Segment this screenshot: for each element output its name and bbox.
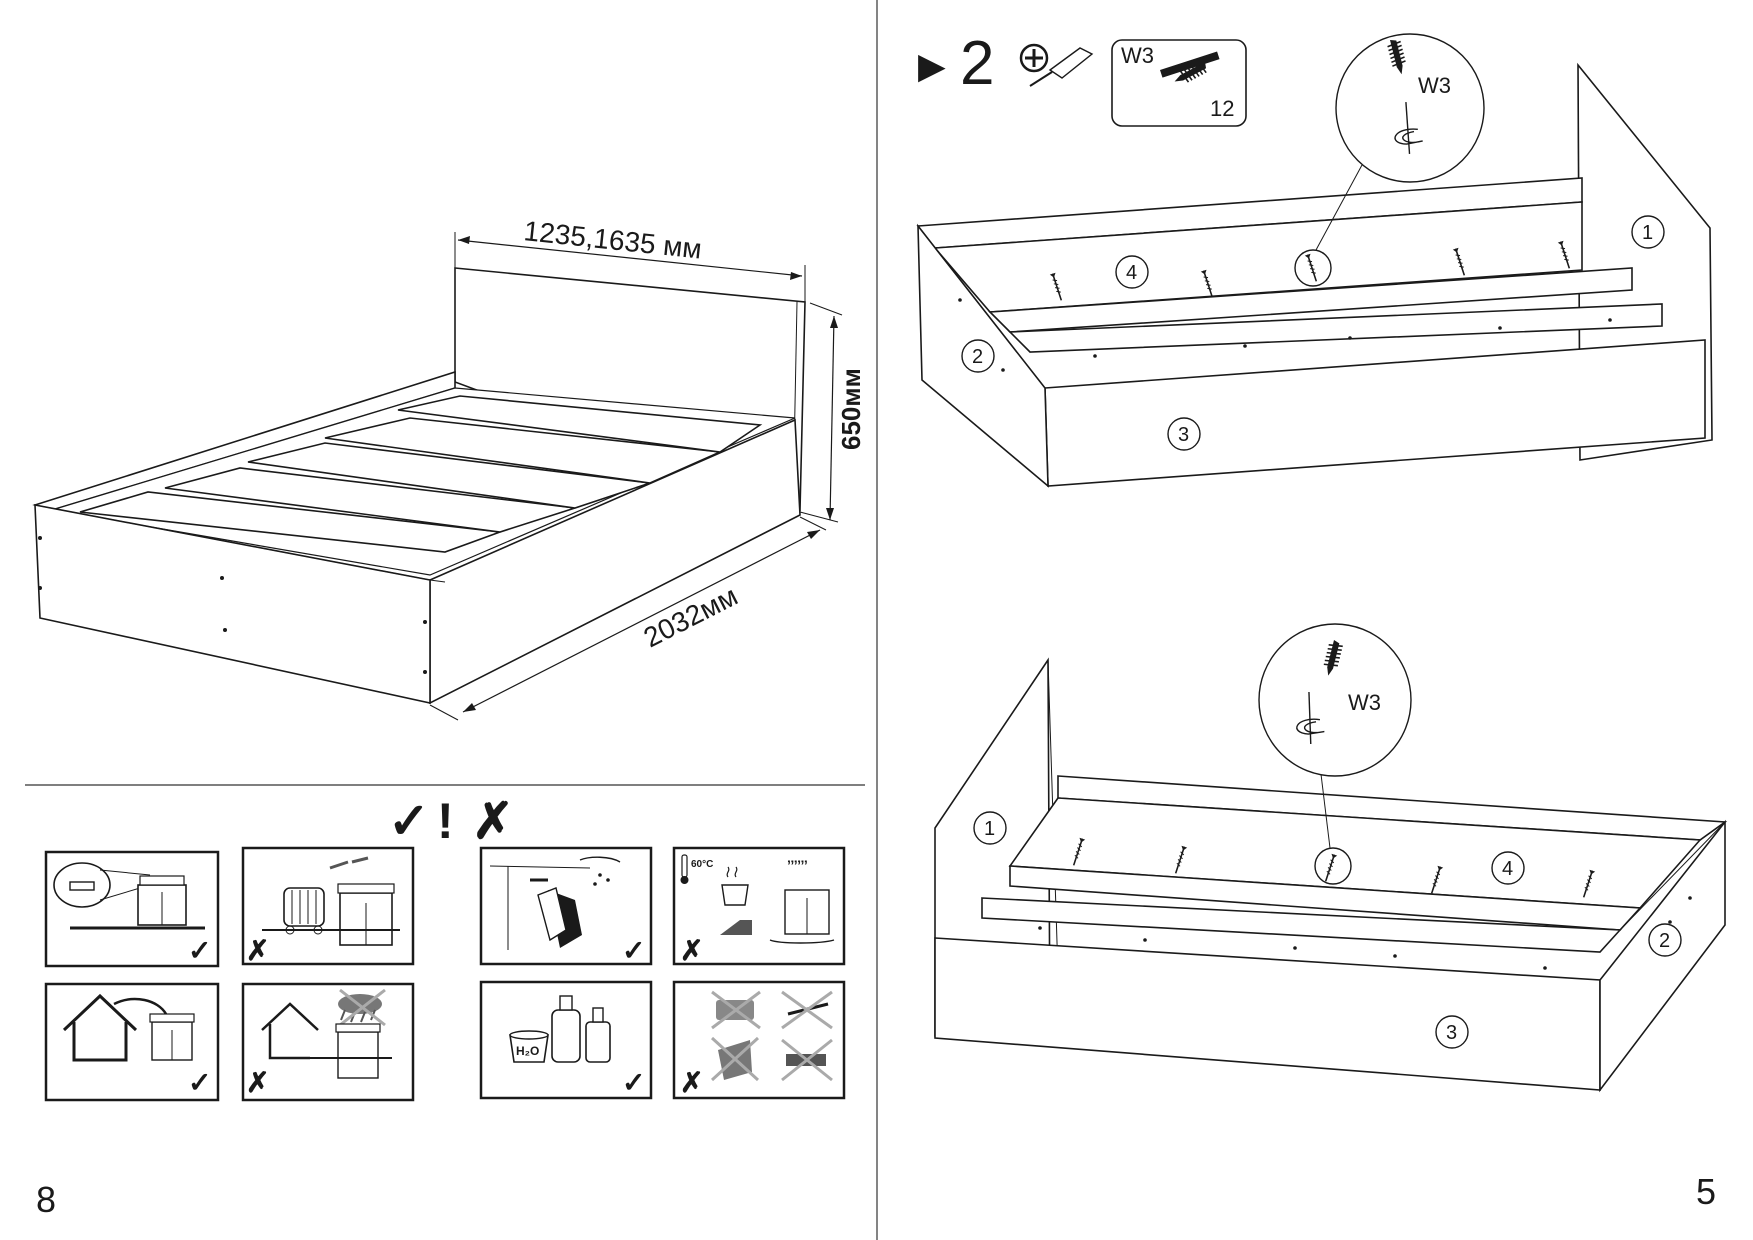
care-icon-indoor-use-only: ✓ <box>44 982 220 1102</box>
top-callout-part-code: W3 <box>1418 73 1451 98</box>
top-part-label: 3 <box>1178 424 1189 446</box>
care-icon-away-from-heaters: ✗ <box>241 846 415 966</box>
care-mark: ✓ <box>622 935 645 966</box>
bottom-part-labels: 1 2 3 4 <box>973 811 1682 1049</box>
height-dimension-label: 650мм <box>836 368 866 450</box>
top-part-labels: 1 2 3 4 <box>961 215 1665 451</box>
care-icon-damp-cloth-cleaning: ✓ <box>479 846 653 966</box>
step-arrow-icon: ▶ <box>918 45 946 86</box>
part-w3-box <box>1111 39 1247 127</box>
phillips-screwdriver-icon <box>1019 43 1094 87</box>
check-symbol: ✓ <box>388 793 430 849</box>
bottom-part-label: 3 <box>1446 1022 1457 1044</box>
care-mark: ✗ <box>680 1067 703 1098</box>
care-icon-no-outdoor-rain: ✗ <box>241 982 415 1102</box>
temperature-label: 60°C <box>691 859 713 870</box>
part-w3-code: W3 <box>1121 43 1154 68</box>
bottom-part-label: 1 <box>984 818 995 840</box>
right-page-number: 5 <box>1696 1171 1716 1212</box>
care-mark: ✗ <box>246 1067 269 1098</box>
care-mark: ✗ <box>680 935 703 966</box>
bottom-assembly-diagram <box>934 623 1728 1093</box>
care-mark: ✓ <box>622 1067 645 1098</box>
care-icon-no-abrasive-tools: ✗ <box>672 980 846 1100</box>
length-dimension-label: 2032мм <box>639 580 743 653</box>
top-assembly-diagram <box>916 33 1713 488</box>
water-label: H₂O <box>516 1044 539 1058</box>
bottom-part-label: 2 <box>1659 930 1670 952</box>
width-dimension-label: 1235,1635 мм <box>522 215 703 265</box>
step-number: 2 <box>960 29 994 98</box>
top-part-label: 2 <box>972 346 983 368</box>
care-icon-no-heat-or-water: 60°C ’’’’’’ ✗ <box>672 846 846 966</box>
top-part-label: 1 <box>1642 222 1653 244</box>
left-page-number: 8 <box>36 1179 56 1220</box>
part-w3-quantity: 12 <box>1210 96 1234 121</box>
care-icon-level-placement: ✓ <box>44 850 220 968</box>
bottom-part-label: 4 <box>1502 858 1513 880</box>
warning-symbol: ! <box>437 793 454 849</box>
svg-text:’’’’’’: ’’’’’’ <box>787 857 808 873</box>
bed-dimension-drawing <box>32 232 843 721</box>
care-mark: ✗ <box>246 935 269 966</box>
cross-symbol: ✗ <box>472 793 514 849</box>
care-mark: ✓ <box>188 935 211 966</box>
care-icon-mild-water-cleaning: H₂O ✓ <box>479 980 653 1100</box>
care-mark: ✓ <box>188 1067 211 1098</box>
care-legend: ✓ ! ✗ <box>388 793 514 849</box>
top-part-label: 4 <box>1126 262 1137 284</box>
bottom-callout-part-code: W3 <box>1348 690 1381 715</box>
